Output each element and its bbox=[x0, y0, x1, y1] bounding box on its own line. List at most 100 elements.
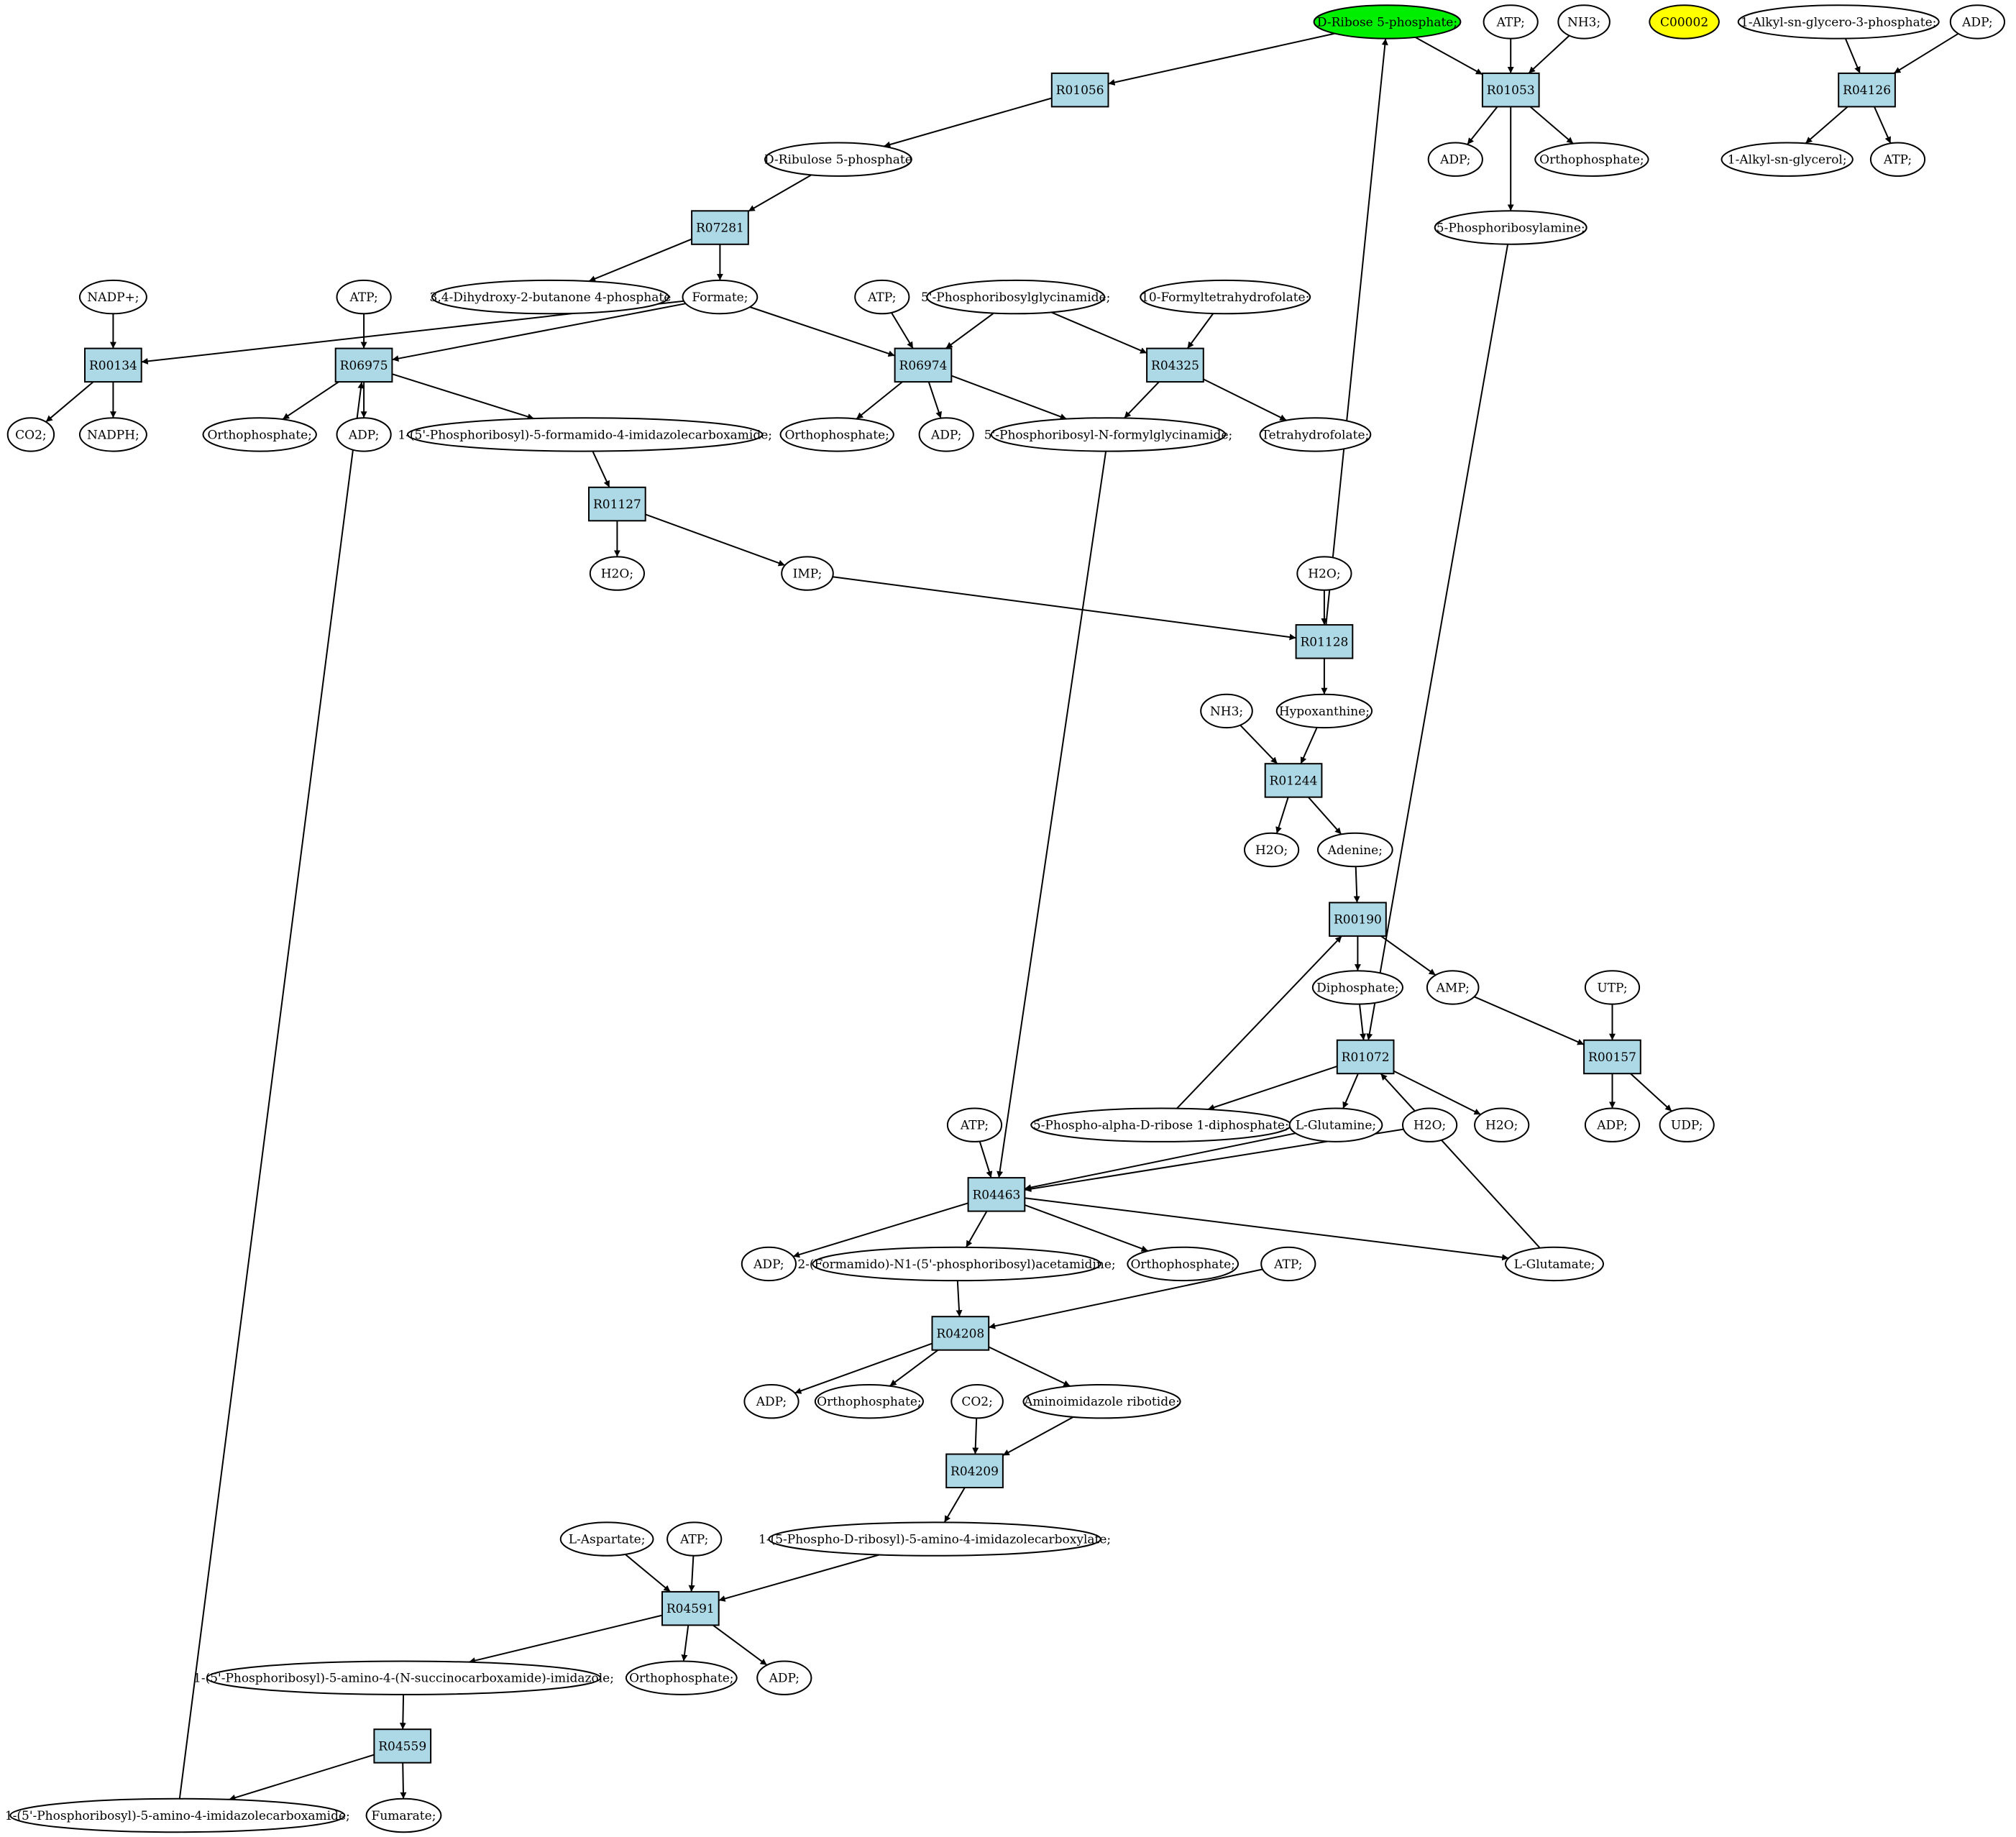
compound-node-adp_g[interactable]: ADP; bbox=[743, 1384, 799, 1419]
reaction-node-R00157[interactable]: R00157 bbox=[1583, 1039, 1641, 1075]
node-label: R04126 bbox=[1843, 83, 1891, 98]
compound-node-formate[interactable]: Formate; bbox=[682, 279, 759, 315]
reaction-node-R01127[interactable]: R01127 bbox=[588, 486, 646, 522]
edge-R01127-to-imp bbox=[645, 513, 786, 567]
compound-node-prpp[interactable]: 5-Phospho-alpha-D-ribose 1-diphosphate; bbox=[1030, 1107, 1292, 1142]
node-label: R04209 bbox=[950, 1465, 999, 1479]
compound-node-co2_b[interactable]: CO2; bbox=[950, 1384, 1004, 1419]
compound-node-nadp[interactable]: NADP+; bbox=[78, 279, 147, 315]
compound-node-atp_c[interactable]: ATP; bbox=[336, 279, 392, 315]
compound-node-adp_f[interactable]: ADP; bbox=[741, 1246, 797, 1282]
compound-node-nh3_b[interactable]: NH3; bbox=[1200, 693, 1253, 729]
compound-ellipse bbox=[1869, 142, 1926, 177]
compound-node-alkylg3p[interactable]: 1-Alkyl-sn-glycero-3-phosphate; bbox=[1737, 4, 1940, 40]
compound-node-utp[interactable]: UTP; bbox=[1584, 970, 1641, 1005]
compound-node-atp_b[interactable]: ATP; bbox=[1869, 142, 1926, 177]
compound-node-adp_c[interactable]: ADP; bbox=[336, 417, 392, 452]
compound-node-saicar[interactable]: 1-(5'-Phosphoribosyl)-5-amino-4-(N-succi… bbox=[193, 1660, 614, 1695]
compound-node-h2o_d[interactable]: H2O; bbox=[1402, 1107, 1458, 1142]
reaction-box bbox=[945, 1453, 1004, 1488]
compound-node-fumarate[interactable]: Fumarate; bbox=[365, 1797, 442, 1833]
reaction-node-R04209[interactable]: R04209 bbox=[945, 1453, 1004, 1488]
node-label: R06975 bbox=[340, 359, 388, 373]
reaction-node-R04126[interactable]: R04126 bbox=[1838, 72, 1896, 108]
edge-air-to-R04209 bbox=[1002, 1416, 1074, 1457]
compound-node-adp_d[interactable]: ADP; bbox=[918, 417, 974, 452]
compound-node-nh3_a[interactable]: NH3; bbox=[1557, 4, 1610, 40]
compound-node-h2o_a[interactable]: H2O; bbox=[589, 556, 646, 591]
compound-node-ortho_c[interactable]: Orthophosphate; bbox=[779, 417, 894, 452]
node-label: Formate; bbox=[692, 290, 748, 305]
compound-node-co2_a[interactable]: CO2; bbox=[6, 417, 55, 452]
compound-node-ortho_f[interactable]: Orthophosphate; bbox=[625, 1660, 738, 1695]
reaction-node-R06975[interactable]: R06975 bbox=[334, 347, 393, 383]
compound-node-adp_e[interactable]: ADP; bbox=[1584, 1107, 1641, 1142]
compound-node-adp_h[interactable]: ADP; bbox=[756, 1660, 812, 1695]
compound-node-gar[interactable]: 5'-Phosphoribosylglycinamide; bbox=[921, 279, 1110, 315]
compound-node-atp_a[interactable]: ATP; bbox=[1483, 4, 1539, 40]
reaction-node-R06974[interactable]: R06974 bbox=[894, 347, 953, 383]
compound-node-nadph[interactable]: NADPH; bbox=[78, 417, 147, 452]
compound-node-alkylg[interactable]: 1-Alkyl-sn-glycerol; bbox=[1721, 142, 1854, 177]
compound-node-fgar[interactable]: 5'-Phosphoribosyl-N-formylglycinamide; bbox=[984, 417, 1232, 452]
reaction-box bbox=[1838, 72, 1896, 108]
compound-node-atp_e[interactable]: ATP; bbox=[946, 1107, 1003, 1142]
reaction-node-R01053[interactable]: R01053 bbox=[1481, 72, 1540, 108]
edge-R01053-to-adp_b bbox=[1467, 106, 1498, 145]
reaction-node-R04208[interactable]: R04208 bbox=[931, 1316, 990, 1351]
compound-node-thf[interactable]: Tetrahydrofolate; bbox=[1259, 417, 1372, 452]
compound-node-h2o_b[interactable]: H2O; bbox=[1296, 556, 1352, 591]
compound-node-air[interactable]: Aminoimidazole ribotide; bbox=[1022, 1384, 1181, 1419]
reaction-node-R01056[interactable]: R01056 bbox=[1050, 72, 1109, 108]
compound-node-ortho_d[interactable]: Orthophosphate; bbox=[1127, 1246, 1240, 1282]
node-label: R04559 bbox=[378, 1740, 426, 1754]
node-label: C00002 bbox=[1660, 15, 1708, 29]
compound-node-udp[interactable]: UDP; bbox=[1659, 1107, 1715, 1142]
compound-node-h2o_e[interactable]: H2O; bbox=[1474, 1107, 1530, 1142]
compound-node-fgam[interactable]: 2-(Formamido)-N1-(5'-phosphoribosyl)acet… bbox=[797, 1246, 1116, 1282]
reaction-node-R00190[interactable]: R00190 bbox=[1329, 902, 1387, 937]
compound-node-ribu5p[interactable]: D-Ribulose 5-phosphate bbox=[764, 142, 912, 177]
compound-node-ortho_a[interactable]: Orthophosphate; bbox=[1534, 142, 1649, 177]
reaction-node-R04559[interactable]: R04559 bbox=[373, 1728, 432, 1764]
compound-node-pra[interactable]: 5-Phosphoribosylamine; bbox=[1434, 210, 1587, 245]
reaction-box bbox=[967, 1177, 1026, 1212]
compound-node-atp_d[interactable]: ATP; bbox=[854, 279, 910, 315]
reaction-node-R00134[interactable]: R00134 bbox=[84, 347, 142, 383]
compound-node-faicar[interactable]: 1-(5'-Phosphoribosyl)-5-formamido-4-imid… bbox=[398, 417, 772, 452]
reaction-node-R07281[interactable]: R07281 bbox=[691, 210, 749, 245]
compound-node-c00002[interactable]: C00002 bbox=[1649, 4, 1720, 40]
compound-node-aicar[interactable]: 1-(5'-Phosphoribosyl)-5-amino-4-imidazol… bbox=[5, 1797, 350, 1833]
reaction-node-R04325[interactable]: R04325 bbox=[1146, 347, 1204, 383]
compound-node-hypox[interactable]: Hypoxanthine; bbox=[1275, 693, 1373, 729]
reaction-node-R01128[interactable]: R01128 bbox=[1295, 624, 1354, 659]
compound-node-ortho_b[interactable]: Orthophosphate; bbox=[202, 417, 317, 452]
compound-node-glu[interactable]: L-Glutamate; bbox=[1505, 1246, 1604, 1282]
compound-node-atp_f[interactable]: ATP; bbox=[1260, 1246, 1316, 1282]
edge-R04208-to-ortho_e bbox=[889, 1349, 939, 1387]
compound-ellipse bbox=[741, 1246, 797, 1282]
edge-alkylg3p-to-R04126 bbox=[1844, 38, 1861, 74]
reaction-node-R01244[interactable]: R01244 bbox=[1264, 763, 1323, 798]
compound-node-asp[interactable]: L-Aspartate; bbox=[559, 1521, 654, 1557]
node-label: NH3; bbox=[1567, 15, 1600, 29]
compound-node-atp_g[interactable]: ATP; bbox=[666, 1521, 723, 1557]
compound-node-adp_a[interactable]: ADP; bbox=[1949, 4, 2005, 40]
node-label: R00190 bbox=[1334, 913, 1382, 927]
compound-node-amp[interactable]: AMP; bbox=[1426, 970, 1480, 1005]
compound-node-gln[interactable]: L-Glutamine; bbox=[1288, 1107, 1383, 1142]
compound-node-adenine[interactable]: Adenine; bbox=[1316, 832, 1393, 868]
compound-node-ortho_e[interactable]: Orthophosphate; bbox=[814, 1384, 925, 1419]
compound-node-fthf[interactable]: 10-Formyltetrahydrofolate; bbox=[1140, 279, 1311, 315]
compound-node-rib5p[interactable]: D-Ribose 5-phosphate; bbox=[1313, 4, 1462, 40]
reaction-node-R04591[interactable]: R04591 bbox=[661, 1590, 720, 1626]
reaction-node-R04463[interactable]: R04463 bbox=[967, 1177, 1026, 1212]
compound-node-adp_b[interactable]: ADP; bbox=[1427, 142, 1483, 177]
reaction-node-R01072[interactable]: R01072 bbox=[1336, 1039, 1395, 1075]
compound-ellipse bbox=[1022, 1384, 1181, 1419]
compound-node-h2o_c[interactable]: H2O; bbox=[1244, 832, 1300, 868]
compound-node-imp[interactable]: IMP; bbox=[781, 556, 834, 591]
compound-node-cair[interactable]: 1-(5-Phospho-D-ribosyl)-5-amino-4-imidaz… bbox=[759, 1521, 1111, 1557]
compound-node-dhbp[interactable]: 3,4-Dihydroxy-2-butanone 4-phosphate bbox=[430, 279, 672, 315]
compound-node-diphos[interactable]: Diphosphate; bbox=[1311, 970, 1404, 1005]
